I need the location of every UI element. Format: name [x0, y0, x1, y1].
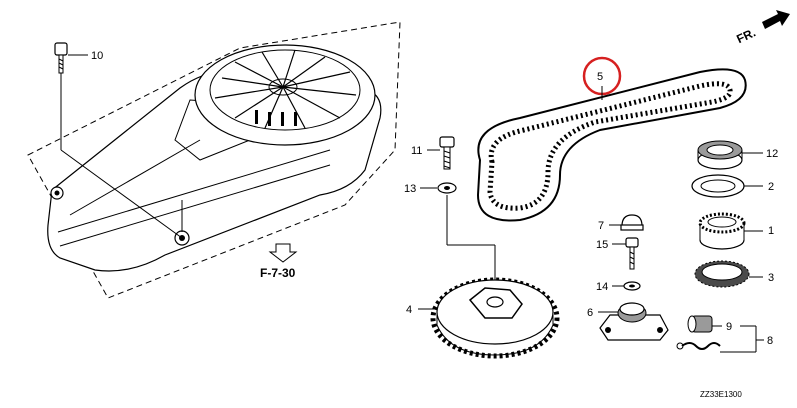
callout-6: 6 — [587, 307, 593, 319]
bolt-15 — [625, 237, 639, 270]
callout-10: 10 — [91, 50, 103, 62]
pulley-4 — [430, 277, 560, 359]
callout-2: 2 — [768, 181, 774, 193]
front-arrow-icon — [762, 10, 790, 29]
washer-14 — [623, 281, 641, 291]
callout-9: 9 — [726, 321, 732, 333]
callout-14: 14 — [596, 281, 608, 293]
timing-belt — [476, 68, 747, 222]
drawing-code: ZZ33E1300 — [700, 390, 742, 399]
cap-7 — [620, 214, 644, 231]
nut-12 — [697, 140, 743, 170]
bolt-11 — [439, 136, 455, 170]
callout-12: 12 — [766, 148, 778, 160]
tensioner-6 — [599, 302, 669, 341]
callout-1: 1 — [768, 225, 774, 237]
callout-4: 4 — [406, 304, 412, 316]
callout-3: 3 — [768, 272, 774, 284]
callout-5: 5 — [597, 71, 603, 83]
collar-2 — [691, 174, 745, 198]
callout-13: 13 — [404, 183, 416, 195]
callout-8: 8 — [767, 335, 773, 347]
bolt-10 — [54, 42, 68, 74]
callout-11: 11 — [411, 145, 422, 157]
ring-3 — [694, 260, 750, 288]
reference-arrow — [268, 243, 298, 263]
reference-label: F-7-30 — [260, 266, 296, 280]
callout-7: 7 — [598, 220, 604, 232]
cover-fan — [194, 44, 376, 146]
callout-15: 15 — [596, 239, 608, 251]
cover-assembly — [27, 21, 401, 299]
washer-13 — [437, 182, 457, 194]
gear-1 — [698, 212, 746, 250]
spring-8 — [676, 342, 721, 350]
collar-9 — [687, 315, 713, 333]
front-marker-label: FR. — [734, 25, 757, 46]
